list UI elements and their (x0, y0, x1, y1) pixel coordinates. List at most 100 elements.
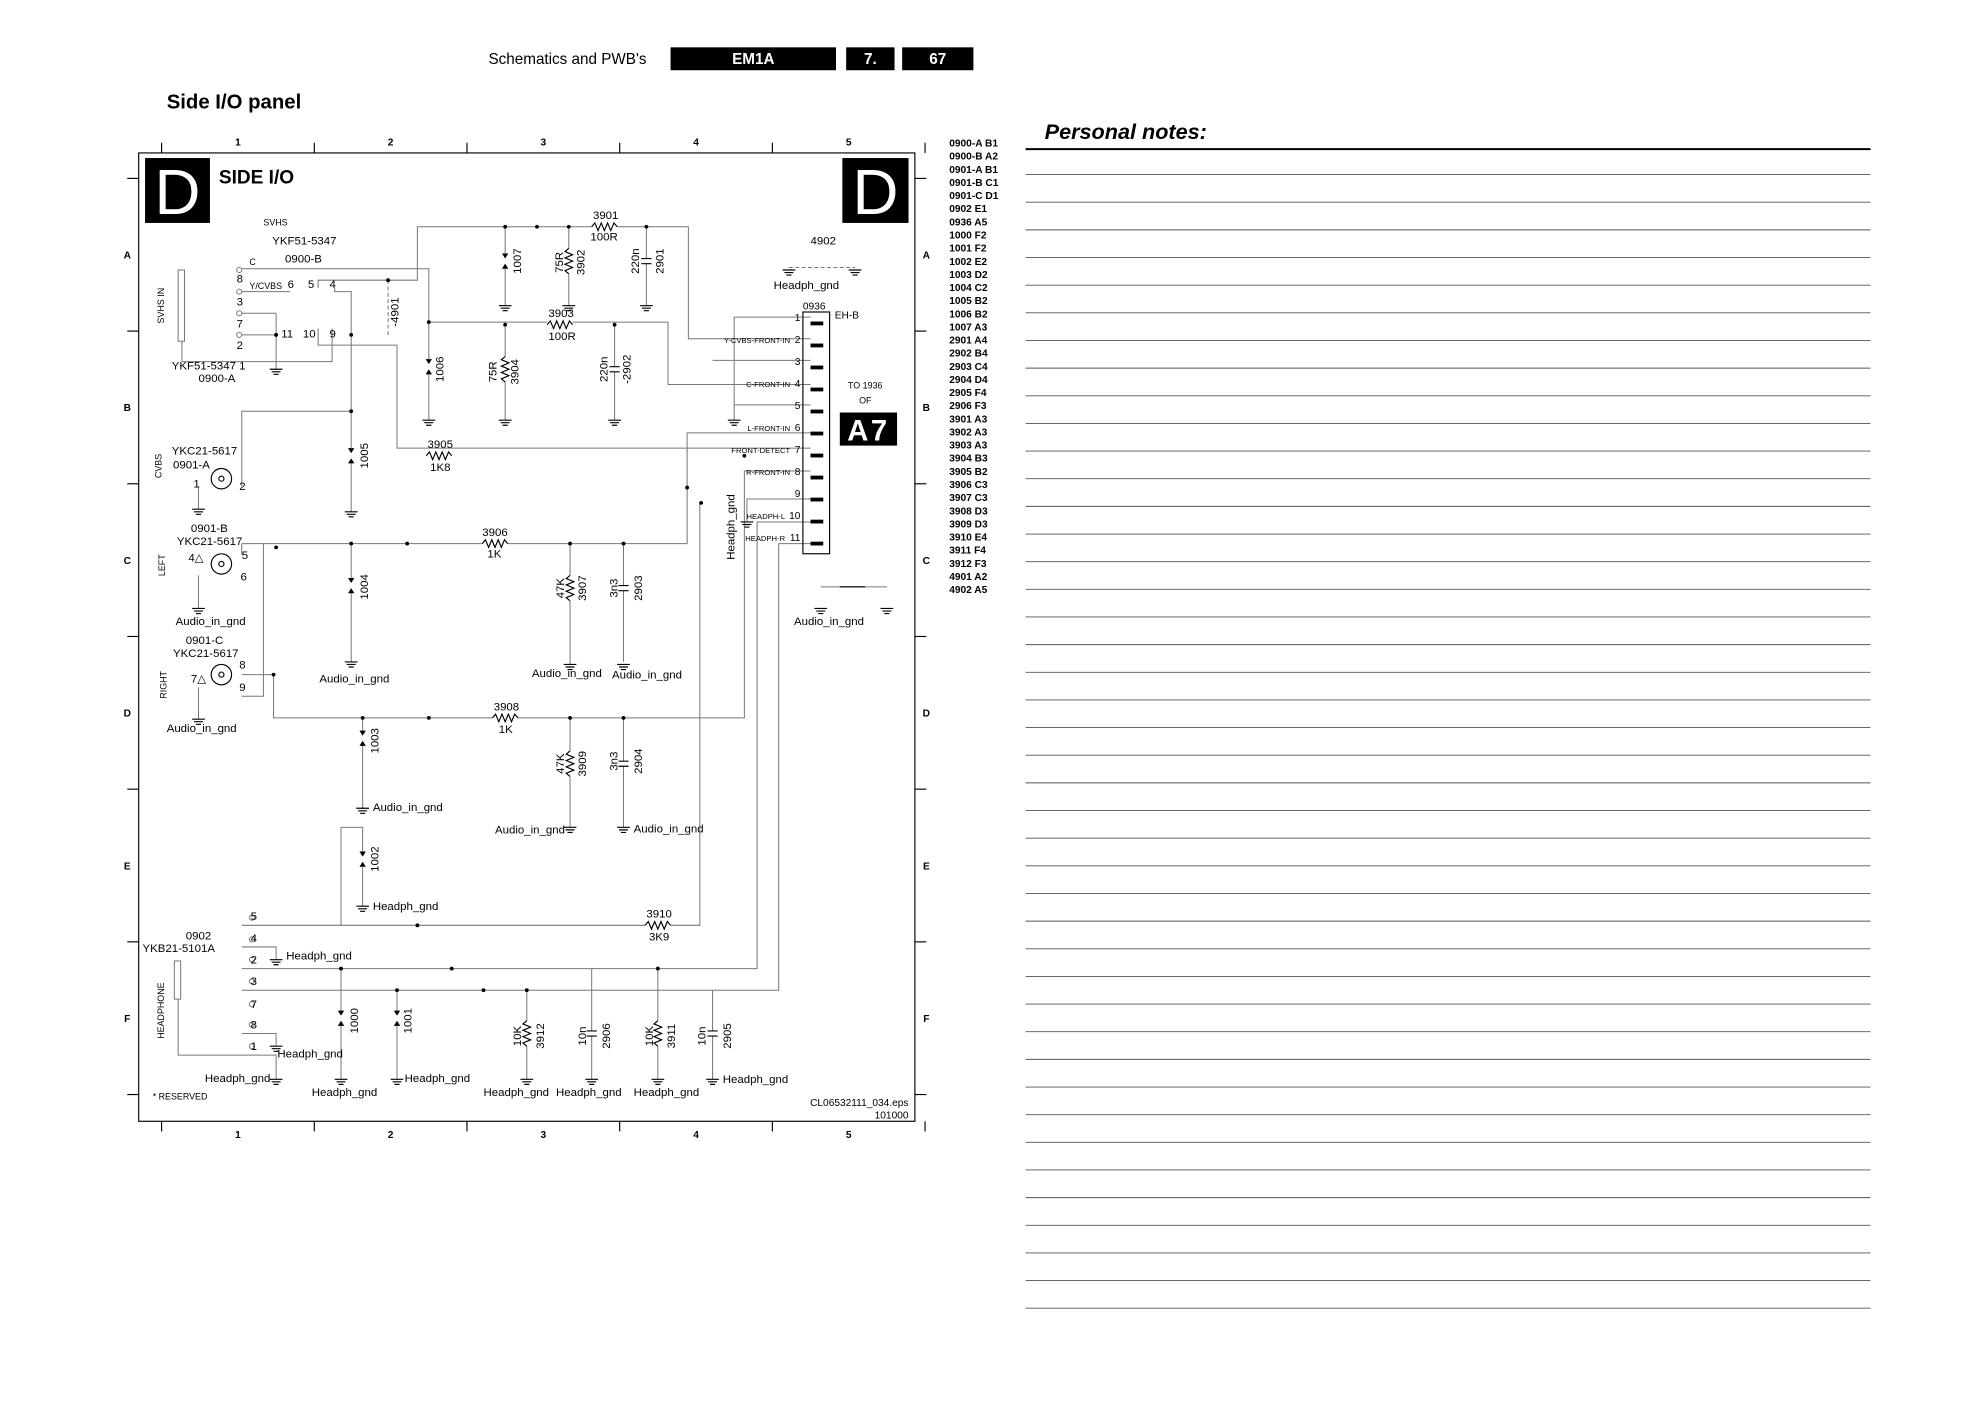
label-c2902: -2902 (621, 355, 633, 384)
ground-icon (422, 419, 436, 426)
junction-dot (426, 715, 431, 720)
label-c1005: 1005 (359, 443, 371, 468)
column-label: 4 (693, 1130, 699, 1141)
ground-icon (706, 1078, 719, 1085)
label-ykc21: YKC21-5617 (172, 446, 238, 458)
notes-lines (1025, 148, 1871, 1309)
svhs-pin-icon (236, 310, 243, 317)
label-n5: 5 (242, 550, 248, 562)
label-audio-in-gnd: Audio_in_gnd (176, 616, 246, 628)
ground-icon (562, 305, 576, 312)
connector-pin-icon (810, 431, 824, 436)
column-label: 3 (541, 1130, 547, 1141)
label-n7: 7 (251, 999, 257, 1011)
capacitor-gap (609, 366, 620, 372)
label-headph-gnd: Headph_gnd (484, 1087, 550, 1099)
label-n2: 2 (251, 954, 257, 966)
junction-dot (349, 332, 354, 337)
connector-pin-number: 6 (795, 423, 801, 434)
label-audio-in-gnd: Audio_in_gnd (373, 802, 443, 814)
wire (317, 226, 811, 340)
rca-jack-pin (218, 475, 225, 482)
label-v100r: 100R (590, 232, 617, 244)
connector-pin-number: 2 (795, 335, 801, 346)
rca-jack-icon (210, 553, 233, 575)
page-number: 67 (929, 51, 946, 68)
connector-pin-icon (810, 453, 824, 458)
label-r3902: 3902 (576, 250, 588, 275)
label-headph-gnd: Headph_gnd (286, 951, 352, 963)
label-v1k: 1K (487, 549, 501, 561)
label-headph-gnd: Headph_gnd (774, 280, 840, 292)
reserved-note: * RESERVED (153, 1092, 208, 1102)
chapter-box (846, 47, 895, 71)
label-v10k: 10K (512, 1025, 524, 1046)
label-v1k: 1K (499, 724, 513, 736)
junction-dot (386, 278, 391, 283)
reference-item: 4901 A2 (949, 572, 987, 583)
reference-item: 2902 B4 (949, 349, 988, 360)
svhs-connector-body (177, 269, 186, 342)
reference-item: 2903 C4 (949, 362, 988, 373)
connector-pin-label: FRONT-DETECT (731, 446, 790, 455)
protection-symbol (393, 1010, 401, 1026)
ground-icon (563, 826, 577, 833)
junction-dot (535, 224, 539, 229)
file-name: CL06532111_034.eps (810, 1098, 908, 1109)
ground-icon (617, 663, 630, 671)
junction-dot (274, 332, 279, 337)
reference-item: 3904 B3 (949, 454, 988, 465)
headphone-pin-icon (248, 936, 255, 943)
label-audio-in-gnd: Audio_in_gnd (167, 723, 237, 735)
junction-dot (612, 322, 617, 327)
protection-gap (337, 1010, 345, 1026)
label-n8: 8 (239, 659, 245, 671)
protection-gap (347, 448, 356, 464)
reference-item: 0900-B A2 (949, 152, 998, 163)
junction-dot (568, 715, 572, 720)
label-c1001: 1001 (402, 1008, 414, 1033)
resistor-symbol (499, 356, 511, 383)
protection-symbol (359, 730, 366, 746)
resistor-gap (522, 1020, 531, 1047)
label-r3912: 3912 (535, 1023, 547, 1048)
resistor-symbol (564, 574, 576, 602)
label-c2904: 2904 (633, 748, 645, 774)
label-c1000: 1000 (349, 1008, 361, 1033)
label-n3: 3 (237, 297, 243, 309)
column-label: 3 (541, 137, 547, 148)
resistor-symbol (425, 450, 453, 462)
junction-dot (566, 224, 571, 229)
label-j4902: 4902 (811, 236, 836, 248)
svhs-pin-icon (236, 331, 243, 338)
label-r4901: -4901 (390, 297, 402, 326)
label-c2903: 2903 (633, 575, 645, 600)
protection-gap (358, 851, 367, 867)
label-v100r: 100R (548, 331, 575, 343)
junction-dot (349, 541, 354, 546)
junction-dot (426, 320, 431, 325)
reference-item: 0936 A5 (949, 217, 987, 228)
label-r3907: 3907 (577, 575, 589, 600)
capacitor-symbol (586, 1030, 597, 1037)
connector-pin-icon (810, 365, 824, 370)
connector-pin-icon (810, 343, 824, 348)
label-v10n: 10n (577, 1026, 589, 1045)
label-v3k9: 3K9 (649, 932, 669, 944)
resistor-gap (564, 248, 573, 274)
headphone-pin-icon (248, 1001, 255, 1008)
label-c1007: 1007 (512, 248, 524, 273)
section-badge-right-letter: D (852, 157, 898, 228)
ground-icon (880, 607, 894, 615)
row-label: A (923, 251, 931, 262)
label-n1: 1 (193, 479, 199, 491)
ground-icon (727, 419, 741, 426)
ground-icon (356, 807, 370, 814)
junction-dot (621, 541, 626, 546)
junction-dot (621, 715, 626, 720)
label-v1k8: 1K8 (430, 462, 450, 474)
headphone-pin-icon (248, 1043, 255, 1050)
target-to-label: TO 1936 (848, 380, 882, 390)
